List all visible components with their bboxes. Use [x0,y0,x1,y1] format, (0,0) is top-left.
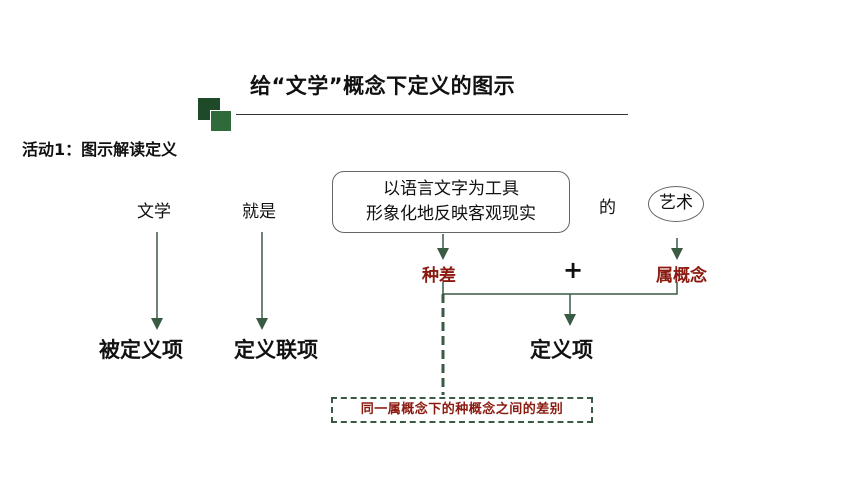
title-underline [236,114,628,115]
decor-square-light [210,110,231,131]
genus-oval: 艺术 [648,186,704,222]
connective-label: 定义联项 [234,338,318,362]
genus-label: 属概念 [656,266,707,286]
particle-de: 的 [599,198,616,218]
copula-jiushi: 就是 [242,202,276,222]
bracket-join [442,282,678,295]
plus-sign: + [563,256,584,284]
page-title: 给“文学”概念下定义的图示 [250,74,516,98]
differentia-box: 以语言文字为工具 形象化地反映客观现实 [332,171,570,233]
activity-label: 活动1：图示解读定义 [22,140,178,159]
differentia-note-box: 同一属概念下的种概念之间的差别 [331,397,593,423]
differentia-label: 种差 [422,266,456,286]
definiendum-label: 被定义项 [99,338,183,362]
definiens-label: 定义项 [530,338,593,362]
differentia-line-1: 以语言文字为工具 [383,179,519,199]
term-wenxue: 文学 [137,202,171,222]
differentia-line-2: 形象化地反映客观现实 [366,204,536,224]
